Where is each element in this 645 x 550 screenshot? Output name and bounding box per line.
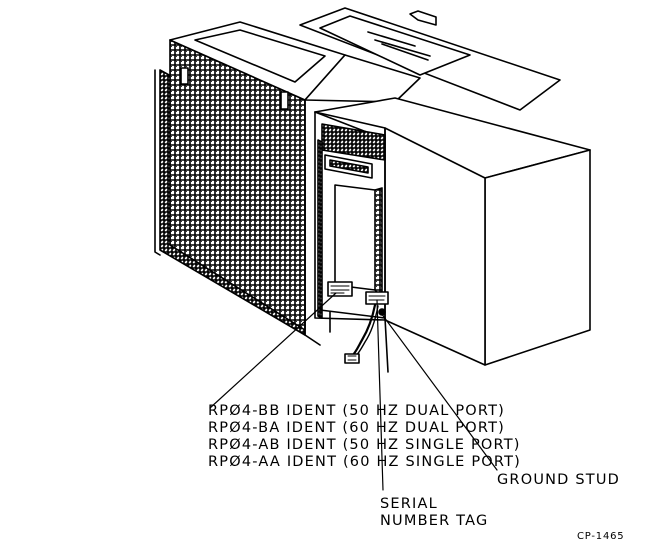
ident-leader-line xyxy=(209,292,337,409)
serial-label-line1: SERIAL xyxy=(380,496,438,512)
cable-plug-icon xyxy=(344,353,360,364)
right-cabinet xyxy=(314,97,591,373)
rear-unit xyxy=(299,7,561,346)
left-cabinet xyxy=(154,21,346,336)
ident-plate xyxy=(327,281,353,297)
handle-icon xyxy=(280,91,289,110)
leader-lines xyxy=(209,292,498,491)
ground-leader-line xyxy=(380,312,498,471)
ground-stud-label: GROUND STUD xyxy=(497,472,620,488)
handle-icon xyxy=(180,67,189,85)
figure-number: CP-1465 xyxy=(577,531,625,542)
top-tab-icon xyxy=(409,10,437,26)
power-cable xyxy=(344,303,379,364)
serial-label-line2: NUMBER TAG xyxy=(380,513,489,529)
serial-leader-line xyxy=(376,299,384,491)
